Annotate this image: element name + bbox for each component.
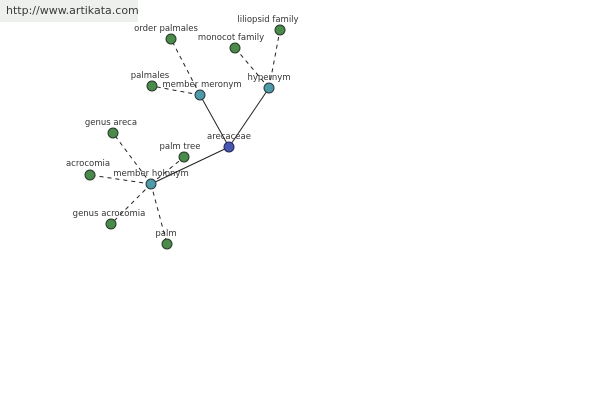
edge-holonym-genus-acrocomia bbox=[110, 183, 152, 225]
node-palmales[interactable] bbox=[146, 80, 158, 92]
node-genus-areca[interactable] bbox=[107, 127, 119, 139]
label-genus-areca: genus areca bbox=[85, 118, 137, 128]
edge-center-member-meronym bbox=[199, 94, 230, 148]
node-liliopsid-family[interactable] bbox=[274, 24, 286, 36]
edge-meronym-order-palmales bbox=[170, 38, 201, 96]
label-member-holonym: member holonym bbox=[113, 169, 188, 179]
edge-center-hypernym bbox=[228, 87, 270, 148]
node-monocot-family[interactable] bbox=[229, 42, 241, 54]
label-genus-acrocomia: genus acrocomia bbox=[73, 209, 146, 219]
label-monocot-family: monocot family bbox=[198, 33, 264, 43]
node-center-arecaceae[interactable] bbox=[223, 141, 235, 153]
label-acrocomia: acrocomia bbox=[66, 159, 110, 169]
node-palm-tree[interactable] bbox=[178, 151, 190, 163]
node-member-meronym[interactable] bbox=[194, 89, 206, 101]
edge-holonym-palm-tree bbox=[150, 156, 185, 185]
label-liliopsid-family: liliopsid family bbox=[237, 15, 298, 25]
label-member-meronym: member meronym bbox=[162, 80, 241, 90]
node-hypernym[interactable] bbox=[263, 82, 275, 94]
label-order-palmales: order palmales bbox=[134, 24, 198, 34]
edge-holonym-palm bbox=[150, 183, 168, 245]
relation-nodes bbox=[145, 82, 275, 190]
label-palmales: palmales bbox=[131, 71, 170, 81]
dashed-edges bbox=[89, 29, 281, 245]
node-order-palmales[interactable] bbox=[165, 33, 177, 45]
node-genus-acrocomia[interactable] bbox=[105, 218, 117, 230]
edge-center-member-holonym bbox=[150, 146, 230, 185]
source-url-banner: http://www.artikata.com bbox=[0, 0, 139, 22]
label-palm: palm bbox=[155, 229, 176, 239]
leaf-nodes bbox=[84, 24, 286, 250]
edge-meronym-palmales bbox=[151, 85, 201, 96]
node-member-holonym[interactable] bbox=[145, 178, 157, 190]
edge-hypernym-monocot-family bbox=[234, 47, 270, 89]
label-hypernym: hypernym bbox=[247, 73, 290, 83]
node-labels: order palmales liliopsid family monocot … bbox=[66, 15, 299, 239]
label-arecaceae: arecaceae bbox=[207, 132, 251, 142]
edge-holonym-acrocomia bbox=[89, 174, 152, 185]
edge-holonym-genus-areca bbox=[112, 132, 152, 185]
node-acrocomia[interactable] bbox=[84, 169, 96, 181]
node-palm[interactable] bbox=[161, 238, 173, 250]
label-palm-tree: palm tree bbox=[159, 142, 200, 152]
edge-hypernym-liliopsid-family bbox=[268, 29, 281, 89]
solid-edges bbox=[150, 87, 270, 185]
